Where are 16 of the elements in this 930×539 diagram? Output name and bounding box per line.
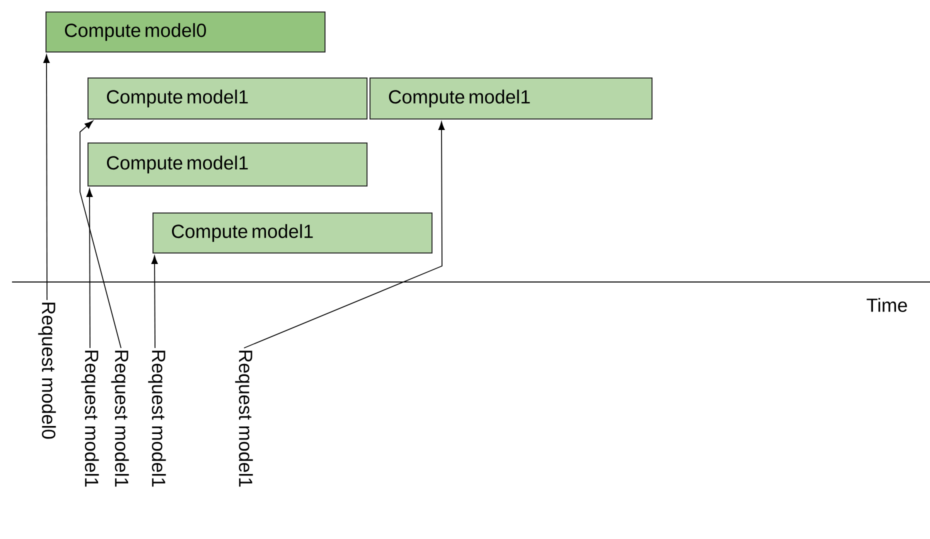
arrow [151,256,158,348]
request-label: Request model1 [148,350,166,487]
axis-label: Time [866,298,907,312]
process-box: Compute model1 [370,77,652,120]
arrow [80,120,122,348]
process-box: Compute model1 [88,142,368,186]
arrow [43,54,50,300]
request-label: Request model1 [81,350,99,487]
request-label: Request model1 [111,350,129,487]
process-box: Compute model1 [152,212,432,254]
process-box: Compute model1 [88,77,368,120]
arrow [86,188,93,348]
request-label: Request model0 [38,302,56,439]
request-label: Request model1 [235,350,253,487]
arrow [244,122,445,348]
process-box: Compute model0 [46,11,326,52]
